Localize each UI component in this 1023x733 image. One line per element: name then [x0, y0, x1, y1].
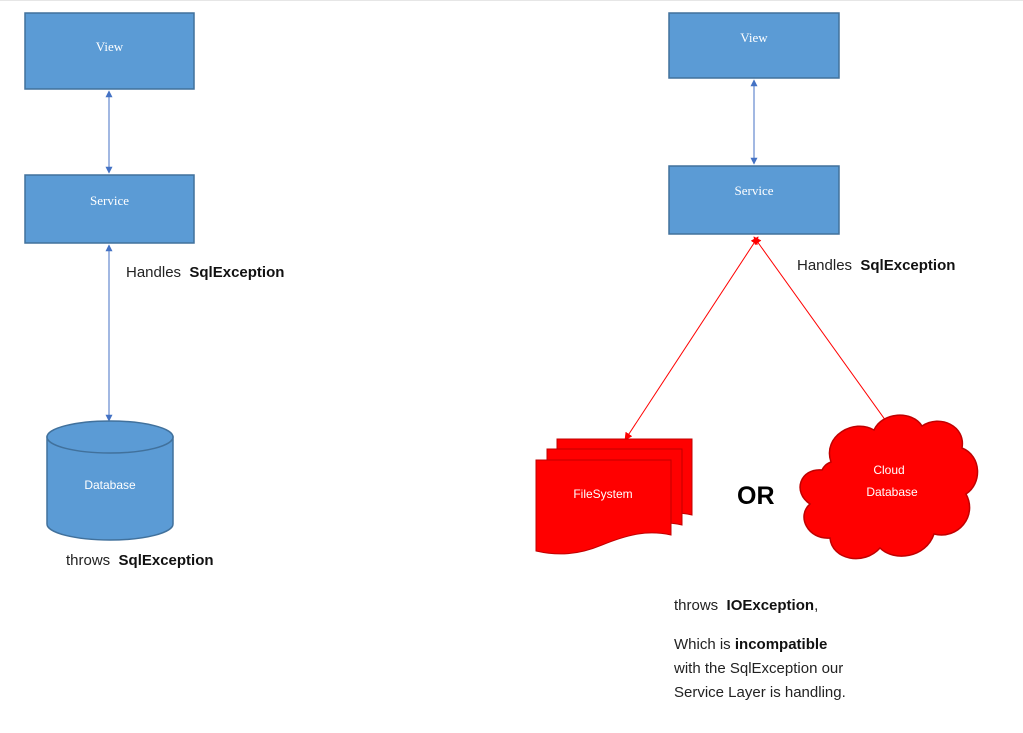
- left-service-box: Service: [24, 174, 195, 244]
- right-throws-annotation: throws IOException,: [674, 594, 818, 618]
- left-view-label: View: [96, 39, 124, 54]
- service-cloud-connector: [753, 236, 892, 429]
- right-throws-prefix: throws: [674, 597, 719, 614]
- left-service-label: Service: [90, 193, 129, 208]
- left-throws-annotation: throws SqlException: [66, 549, 214, 573]
- top-border: [0, 0, 1023, 1]
- right-view-label: View: [740, 30, 768, 45]
- service-filesystem-connector: [624, 236, 759, 441]
- note-line-3: Service Layer is handling.: [674, 684, 846, 701]
- cloud-label-line1: Cloud: [873, 463, 904, 477]
- right-handles-prefix: Handles: [797, 257, 853, 274]
- right-service-box: Service: [668, 165, 840, 235]
- note-prefix: Which is: [674, 636, 731, 653]
- left-handles-exception: SqlException: [189, 264, 285, 281]
- left-throws-prefix: throws: [66, 552, 111, 569]
- right-throws-suffix: ,: [814, 597, 819, 614]
- right-handles-exception: SqlException: [860, 257, 956, 274]
- filesystem-label: FileSystem: [573, 487, 632, 501]
- filesystem-documents: FileSystem: [535, 438, 693, 555]
- left-view-box: View: [24, 12, 195, 90]
- left-throws-exception: SqlException: [118, 552, 214, 569]
- right-throws-exception: IOException: [726, 597, 815, 614]
- right-view-box: View: [668, 12, 840, 79]
- incompatibility-note: Which is incompatible with the SqlExcept…: [674, 633, 846, 705]
- right-handles-annotation: Handles SqlException: [797, 254, 955, 278]
- left-handles-annotation: Handles SqlException: [126, 261, 284, 285]
- cloud-label-line2: Database: [866, 485, 918, 499]
- note-emphasis: incompatible: [734, 636, 828, 653]
- cloud-database: Cloud Database: [799, 414, 979, 560]
- right-service-label: Service: [735, 183, 774, 198]
- note-line-1: Which is incompatible: [674, 633, 846, 657]
- or-label: OR: [737, 482, 775, 510]
- database-label: Database: [84, 478, 136, 492]
- note-line-2: with the SqlException our: [674, 660, 844, 677]
- database-cylinder: Database: [46, 420, 174, 541]
- left-handles-prefix: Handles: [126, 264, 182, 281]
